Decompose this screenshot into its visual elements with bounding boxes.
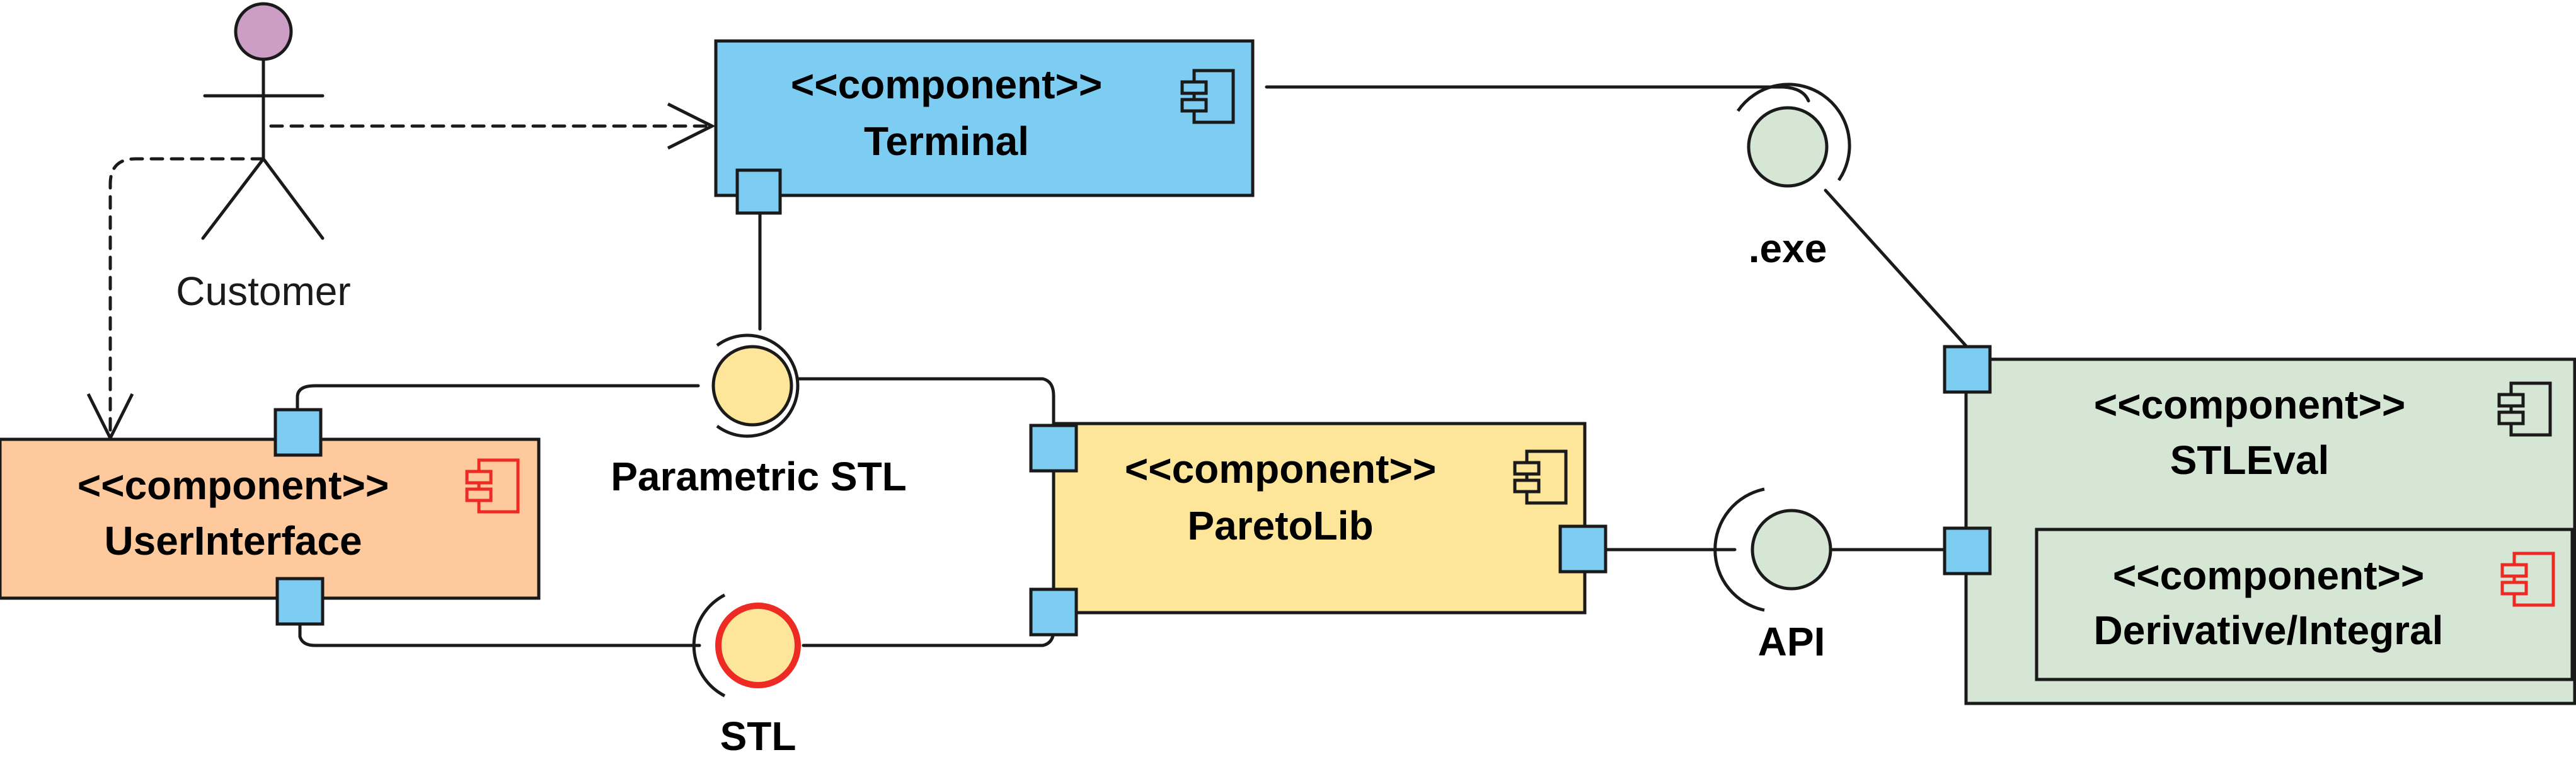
stleval-stereotype: <<component>> bbox=[2094, 382, 2405, 427]
connector-parametric-paretolib bbox=[796, 377, 1055, 427]
paretolib-top-port bbox=[1029, 424, 1078, 473]
component-icon bbox=[2497, 381, 2552, 437]
component-icon bbox=[2500, 552, 2555, 607]
userinterface-top-port bbox=[273, 408, 323, 457]
socket-arc bbox=[716, 333, 800, 438]
interface-label: .exe bbox=[1749, 226, 1827, 271]
stleval-name: STLEval bbox=[2170, 437, 2330, 483]
paretolib-name: ParetoLib bbox=[1187, 503, 1373, 548]
component-icon bbox=[465, 458, 520, 514]
actor-left-leg bbox=[201, 157, 265, 240]
paretolib-box bbox=[1052, 422, 1587, 615]
stleval-left-port bbox=[1943, 526, 1992, 575]
actor-head-icon bbox=[234, 2, 293, 61]
actor-name: Customer bbox=[176, 269, 350, 314]
connector-stl-paretolib bbox=[802, 628, 1055, 647]
interface-ball bbox=[1747, 106, 1829, 188]
connector-terminal-exe bbox=[1265, 85, 1810, 103]
component-paretolib[interactable]: <<component>> ParetoLib bbox=[1029, 422, 1607, 637]
dependency-customer-userinterface bbox=[108, 157, 265, 437]
derivative-box bbox=[2035, 528, 2574, 681]
paretolib-right-port bbox=[1558, 524, 1607, 574]
userinterface-stereotype: <<component>> bbox=[78, 463, 389, 508]
stleval-top-port bbox=[1943, 345, 1992, 394]
terminal-port bbox=[735, 168, 782, 215]
component-derivative-integral[interactable]: <<component>> Derivative/Integral bbox=[2035, 528, 2574, 681]
derivative-stereotype: <<component>> bbox=[2113, 553, 2424, 598]
component-terminal[interactable]: <<component>> Terminal bbox=[714, 39, 1255, 215]
userinterface-box bbox=[0, 437, 541, 600]
paretolib-stereotype: <<component>> bbox=[1125, 446, 1436, 492]
connector-exe-stleval bbox=[1824, 188, 1969, 349]
interface-ball bbox=[1751, 509, 1832, 591]
terminal-box bbox=[714, 39, 1255, 197]
interface-label: API bbox=[1758, 619, 1826, 664]
socket-arc bbox=[692, 593, 726, 698]
component-stleval[interactable]: <<component>> STLEval <<component>> Deri… bbox=[1943, 345, 2576, 705]
interface-stl[interactable]: STL bbox=[692, 593, 801, 757]
connector-ui-stl bbox=[298, 621, 701, 647]
interface-ball bbox=[715, 603, 801, 688]
interface-exe[interactable]: .exe bbox=[1736, 83, 1851, 271]
interface-api[interactable]: API bbox=[1713, 487, 1832, 664]
interface-ball bbox=[711, 345, 793, 427]
socket-arc bbox=[1736, 83, 1851, 182]
socket-arc bbox=[1713, 487, 1765, 612]
paretolib-bottom-port bbox=[1029, 587, 1078, 637]
interface-label: STL bbox=[720, 714, 796, 757]
component-icon bbox=[1180, 69, 1235, 124]
derivative-name: Derivative/Integral bbox=[2094, 608, 2444, 653]
component-icon bbox=[1513, 449, 1568, 505]
actor-right-leg bbox=[262, 157, 325, 240]
component-userinterface[interactable]: <<component>> UserInterface bbox=[0, 408, 541, 626]
dependency-arrowhead-terminal bbox=[667, 102, 716, 150]
userinterface-bottom-port bbox=[275, 577, 325, 626]
userinterface-name: UserInterface bbox=[104, 518, 362, 563]
terminal-stereotype: <<component>> bbox=[791, 62, 1102, 107]
customer-actor[interactable]: Customer bbox=[176, 2, 351, 314]
connector-ui-parametric bbox=[296, 384, 700, 412]
terminal-name: Terminal bbox=[864, 118, 1029, 164]
interface-parametric-stl[interactable]: Parametric STL bbox=[611, 333, 907, 499]
interface-label: Parametric STL bbox=[611, 454, 907, 499]
